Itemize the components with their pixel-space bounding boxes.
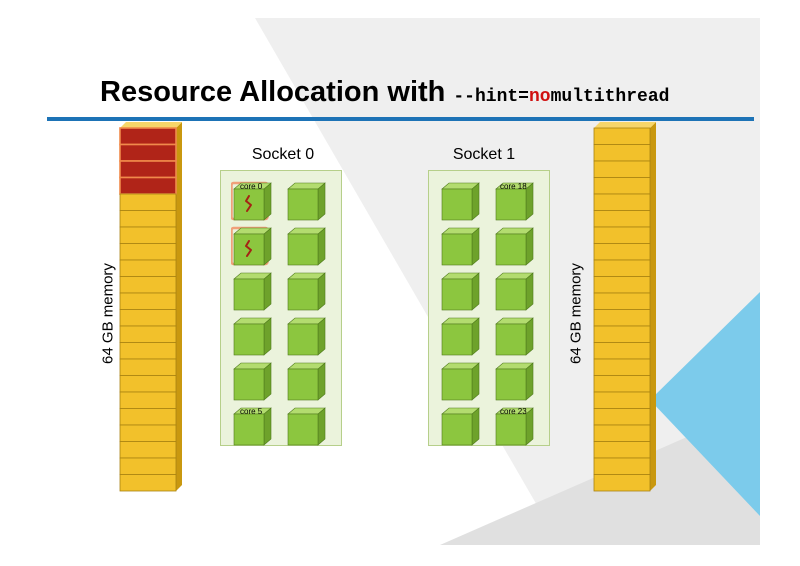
core-label-first: core 0 — [240, 182, 263, 191]
core — [495, 317, 534, 356]
memory-column-left — [119, 122, 182, 492]
core — [287, 317, 326, 356]
core — [441, 227, 480, 266]
memory-block — [119, 391, 177, 409]
core — [287, 182, 326, 221]
core — [233, 407, 272, 446]
memory-block — [593, 160, 651, 178]
core — [441, 407, 480, 446]
core — [233, 362, 272, 401]
slide-title: Resource Allocation with --hint=nomultit… — [100, 76, 669, 116]
memory-block — [593, 457, 651, 475]
memory-block — [119, 210, 177, 228]
title-divider — [47, 117, 754, 121]
memory-block — [119, 243, 177, 261]
core-allocated — [231, 181, 272, 221]
memory-block — [593, 391, 651, 409]
memory-block-allocated — [119, 143, 177, 162]
memory-block — [593, 259, 651, 277]
memory-side-face — [176, 122, 182, 491]
memory-block — [593, 408, 651, 426]
core — [441, 182, 480, 221]
core — [495, 272, 534, 311]
memory-block — [119, 342, 177, 360]
memory-block — [119, 292, 177, 310]
memory-block — [119, 325, 177, 343]
memory-block — [593, 325, 651, 343]
socket-0: core 0 core 5 — [220, 170, 342, 446]
core — [441, 272, 480, 311]
memory-block — [119, 441, 177, 459]
memory-block-allocated — [119, 160, 177, 179]
memory-block — [593, 276, 651, 294]
memory-block — [593, 424, 651, 442]
memory-block — [593, 226, 651, 244]
core-label-last: core 23 — [500, 407, 527, 416]
memory-block — [119, 474, 177, 492]
core-label-first: core 18 — [500, 182, 527, 191]
memory-top-face — [594, 122, 656, 128]
memory-side-face — [650, 122, 656, 491]
title-code-highlight: no — [529, 87, 551, 107]
memory-block — [593, 375, 651, 393]
memory-block — [119, 358, 177, 376]
memory-block — [593, 358, 651, 376]
core — [287, 407, 326, 446]
memory-label-right: 64 GB memory — [567, 263, 585, 364]
thread-squiggle-icon — [245, 195, 252, 212]
memory-block-allocated — [119, 127, 177, 146]
memory-label-left: 64 GB memory — [99, 263, 117, 364]
memory-block — [593, 144, 651, 162]
core — [233, 272, 272, 311]
core — [233, 317, 272, 356]
memory-block — [119, 276, 177, 294]
thread-squiggle-icon — [245, 240, 252, 257]
memory-block — [119, 309, 177, 327]
memory-block — [119, 408, 177, 426]
memory-block — [593, 177, 651, 195]
memory-block — [119, 193, 177, 211]
socket-1: core 18 core 23 — [428, 170, 550, 446]
socket-1-label: Socket 1 — [452, 146, 516, 163]
core — [287, 272, 326, 311]
core — [441, 317, 480, 356]
memory-top-face — [120, 122, 182, 128]
core — [287, 227, 326, 266]
core-allocated — [231, 226, 272, 266]
memory-block — [593, 474, 651, 492]
title-code: --hint=nomultithread — [453, 87, 669, 107]
blue-corner-triangle — [650, 292, 760, 516]
memory-block — [119, 424, 177, 442]
memory-block — [593, 210, 651, 228]
memory-block — [119, 375, 177, 393]
memory-block — [119, 457, 177, 475]
title-code-suffix: multithread — [550, 87, 670, 107]
core — [495, 227, 534, 266]
title-code-prefix: --hint= — [453, 87, 529, 107]
core — [287, 362, 326, 401]
core-label-last: core 5 — [240, 407, 263, 416]
memory-block — [593, 193, 651, 211]
memory-block — [593, 243, 651, 261]
memory-block — [593, 441, 651, 459]
memory-column-right — [593, 122, 656, 492]
memory-block — [593, 127, 651, 145]
core — [441, 362, 480, 401]
core — [495, 407, 534, 446]
memory-block — [593, 309, 651, 327]
core — [495, 362, 534, 401]
memory-block — [593, 342, 651, 360]
title-text: Resource Allocation with — [100, 76, 446, 108]
memory-block — [593, 292, 651, 310]
memory-block — [119, 226, 177, 244]
core — [495, 182, 534, 221]
memory-block — [119, 259, 177, 277]
socket-0-label: Socket 0 — [251, 146, 315, 163]
memory-block-allocated — [119, 176, 177, 195]
